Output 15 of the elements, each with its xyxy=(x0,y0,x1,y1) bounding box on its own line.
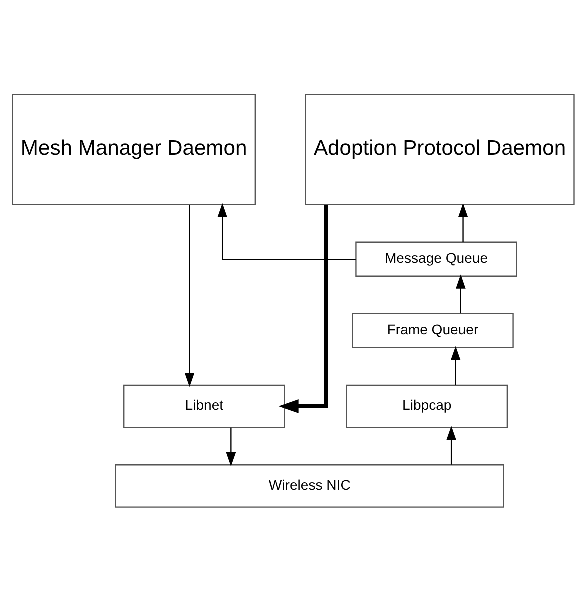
node-box: Libpcap xyxy=(346,384,508,428)
arrow xyxy=(458,202,468,242)
arrow xyxy=(446,426,456,464)
arrow xyxy=(226,427,236,466)
node-box: Adoption Protocol Daemon xyxy=(305,94,575,205)
node-box: Libnet xyxy=(124,384,286,428)
node-box: Message Queue xyxy=(356,241,518,276)
arrow xyxy=(450,346,461,385)
node-box: Mesh Manager Daemon xyxy=(12,94,256,205)
arrow xyxy=(218,202,356,260)
node-box: Wireless NIC xyxy=(115,464,504,508)
arrow xyxy=(184,204,195,387)
arrow xyxy=(456,274,466,314)
arrow xyxy=(278,204,328,413)
node-box: Frame Queuer xyxy=(352,312,514,348)
